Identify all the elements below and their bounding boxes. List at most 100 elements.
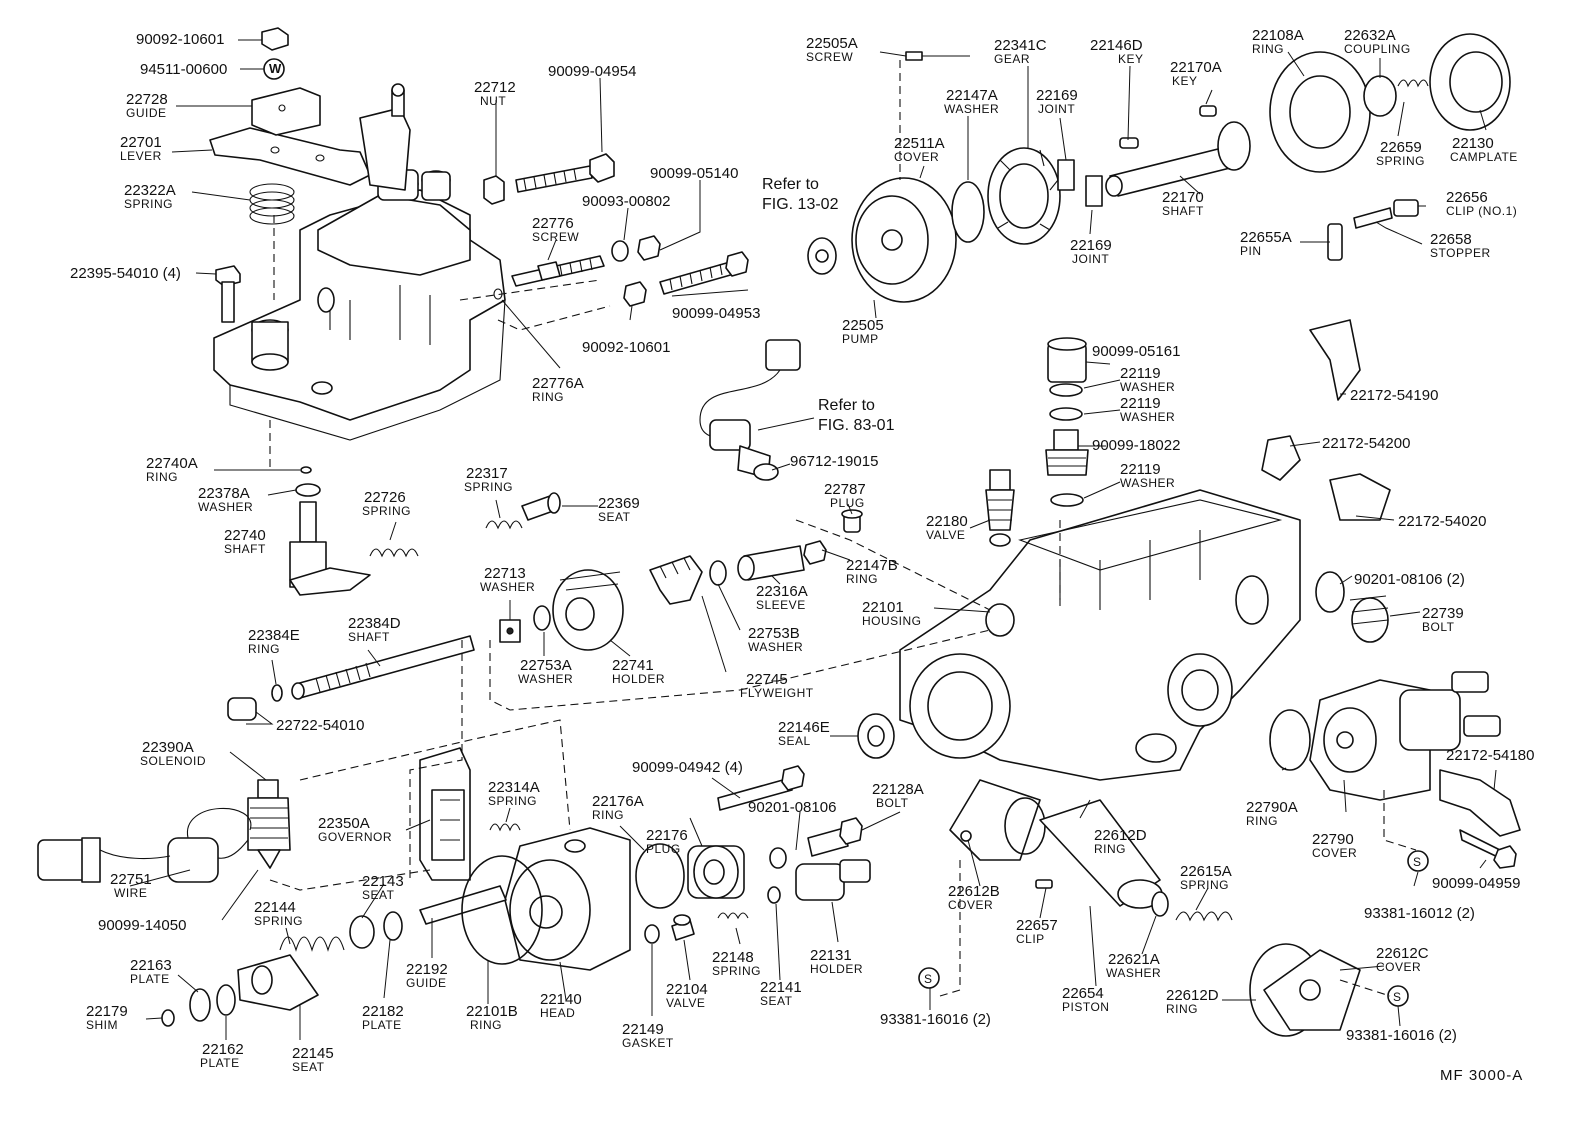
reference-line: FIG. 83-01 xyxy=(818,417,895,434)
part-callout: 90201-08106 xyxy=(748,799,836,816)
solenoid-sketch xyxy=(37,779,291,883)
part-number: 22146E xyxy=(778,719,830,736)
part-name: COVER xyxy=(1376,960,1421,974)
part-number: 22753B xyxy=(748,625,800,642)
part-number: 22119 xyxy=(1120,365,1161,382)
part-name: RING xyxy=(592,808,624,822)
part-callout: 90099-05140 xyxy=(650,165,738,182)
part-number: 22745 xyxy=(746,671,788,688)
part-number: 22390A xyxy=(142,739,194,756)
part-number: 22787 xyxy=(824,481,866,498)
part-number: 22144 xyxy=(254,899,296,916)
part-name: LEVER xyxy=(120,149,162,163)
part-name: WIRE xyxy=(114,886,147,900)
part-number: 22314A xyxy=(488,779,540,796)
part-number: 22170A xyxy=(1170,59,1222,76)
part-number: 90093-00802 xyxy=(582,193,670,210)
part-number: 22128A xyxy=(872,781,924,798)
part-number: 22163 xyxy=(130,957,172,974)
part-number: 93381-16016 (2) xyxy=(1346,1027,1457,1044)
reference-line: FIG. 13-02 xyxy=(762,196,839,213)
part-name: RING xyxy=(1252,42,1284,56)
part-number: 22172-54180 xyxy=(1446,747,1534,764)
part-number: 90099-18022 xyxy=(1092,437,1180,454)
part-number: 22701 xyxy=(120,134,162,151)
part-name: SPRING xyxy=(1180,878,1229,892)
part-name: BOLT xyxy=(1422,620,1455,634)
part-name: FLYWEIGHT xyxy=(740,686,814,700)
part-name: SPRING xyxy=(464,480,513,494)
part-number: 22317 xyxy=(466,465,508,482)
part-number: 22790A xyxy=(1246,799,1298,816)
seal-mark-sketches xyxy=(918,850,1429,1007)
part-name: SPRING xyxy=(1376,154,1425,168)
part-number: 22722-54010 xyxy=(276,717,364,734)
part-number: 22740A xyxy=(146,455,198,472)
part-number: 22108A xyxy=(1252,27,1304,44)
seal-mark-label: S xyxy=(1393,990,1402,1004)
part-name: PLATE xyxy=(362,1018,402,1032)
part-name: SHAFT xyxy=(348,630,390,644)
part-name: SPRING xyxy=(254,914,303,928)
part-number: 22612D xyxy=(1094,827,1147,844)
part-number: 22176 xyxy=(646,827,688,844)
part-number: 22659 xyxy=(1380,139,1422,156)
part-number: 22739 xyxy=(1422,605,1464,622)
part-callout: 93381-16012 (2) xyxy=(1364,905,1475,922)
part-number: 22146D xyxy=(1090,37,1143,54)
part-number: 22753A xyxy=(520,657,572,674)
part-name: SHAFT xyxy=(224,542,266,556)
reference-line: Refer to xyxy=(818,397,875,414)
part-name: CLIP xyxy=(1016,932,1045,946)
part-name: JOINT xyxy=(1038,102,1075,116)
part-name: VALVE xyxy=(666,996,705,1010)
part-name: PISTON xyxy=(1062,1000,1109,1014)
part-number: 96712-19015 xyxy=(790,453,878,470)
seal-22146e-sketch xyxy=(857,713,895,759)
part-name: SPRING xyxy=(124,197,173,211)
part-number: 22612C xyxy=(1376,945,1429,962)
governor-22350a-sketch xyxy=(419,747,471,881)
part-number: 22384E xyxy=(248,627,300,644)
part-name: PLATE xyxy=(200,1056,240,1070)
seal-mark-label: S xyxy=(924,972,933,986)
part-number: 22395-54010 (4) xyxy=(70,265,181,282)
part-number: 22130 xyxy=(1452,135,1494,152)
part-number: 22149 xyxy=(622,1021,664,1038)
washer-mark-label: W xyxy=(269,61,282,76)
assembly-guide-lines xyxy=(269,60,1417,997)
part-number: 22169 xyxy=(1036,87,1078,104)
part-number: 90201-08106 (2) xyxy=(1354,571,1465,588)
part-number: 90201-08106 xyxy=(748,799,836,816)
part-number: 22621A xyxy=(1108,951,1160,968)
seal-mark-label: S xyxy=(1413,855,1422,869)
part-number: 22341C xyxy=(994,37,1047,54)
part-callout: 90093-00802 xyxy=(582,193,670,210)
part-callout: 22172-54200 xyxy=(1322,435,1410,452)
part-number: 90092-10601 xyxy=(136,31,224,48)
part-name: HEAD xyxy=(540,1006,575,1020)
